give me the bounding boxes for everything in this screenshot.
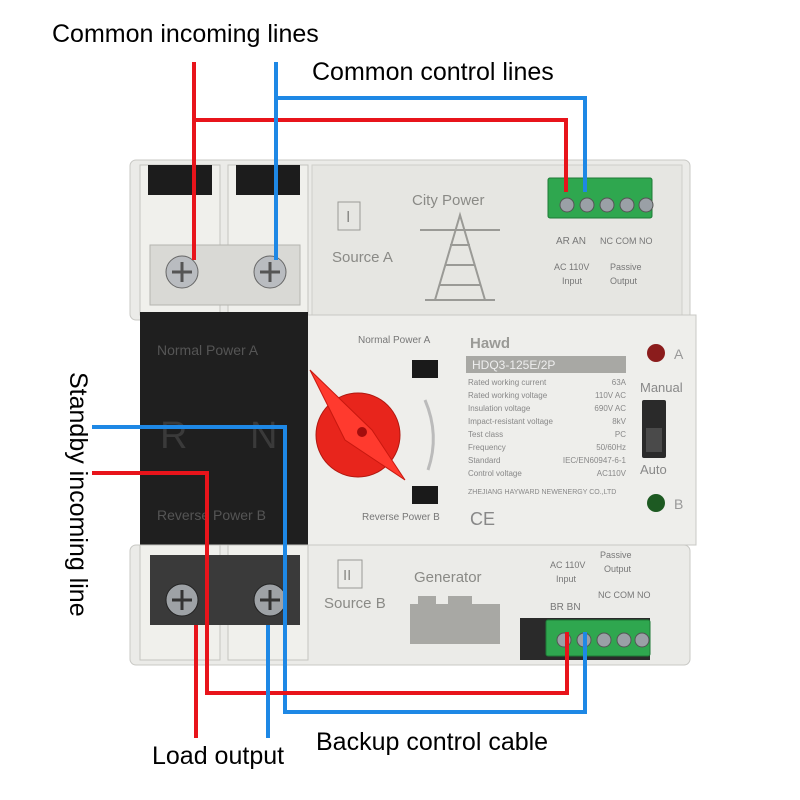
generator-icon bbox=[410, 596, 500, 644]
input-a-label: Input bbox=[562, 276, 583, 286]
spec-key: Frequency bbox=[468, 443, 506, 452]
input-b-label: Input bbox=[556, 574, 577, 584]
source-a-numeral: I bbox=[346, 209, 350, 226]
spec-key: Rated working current bbox=[468, 378, 547, 387]
spec-value: IEC/EN60947-6-1 bbox=[563, 456, 627, 465]
source-b-label: Source B bbox=[324, 595, 386, 612]
source-b-numeral-box bbox=[337, 559, 363, 589]
indicator-window-a bbox=[412, 360, 438, 378]
spec-value: 63A bbox=[612, 378, 627, 387]
passive-b-label-2: Output bbox=[604, 564, 632, 574]
passive-a-label: Passive bbox=[610, 262, 642, 272]
spec-value: 8kV bbox=[612, 417, 626, 426]
normal-power-panel-label: Normal Power A bbox=[157, 342, 259, 358]
common-control-blue-wire bbox=[276, 96, 587, 192]
spec-key: Rated working voltage bbox=[468, 391, 548, 400]
manual-label: Manual bbox=[640, 380, 683, 395]
n-label: N bbox=[250, 415, 277, 457]
pole-right-cap bbox=[236, 165, 300, 195]
reverse-power-panel-label: Reverse Power B bbox=[157, 507, 266, 523]
spec-value: PC bbox=[615, 430, 626, 439]
spec-key: Insulation voltage bbox=[468, 404, 531, 413]
spec-value: AC110V bbox=[597, 469, 627, 478]
spec-value: 50/60Hz bbox=[596, 443, 626, 452]
ats-device: I Source A City Power AR AN AC 110V Inpu… bbox=[129, 159, 697, 666]
passive-b-label: Passive bbox=[600, 550, 632, 560]
input-b-terms: BR BN bbox=[550, 602, 581, 613]
source-a-label: Source A bbox=[332, 249, 393, 266]
source-b-numeral: II bbox=[343, 567, 351, 584]
led-a-indicator bbox=[647, 344, 665, 362]
spec-value: 690V AC bbox=[594, 404, 626, 413]
passive-a-terms: NC COM NO bbox=[600, 236, 653, 246]
standby-red-wire bbox=[92, 471, 569, 695]
power-tower-icon bbox=[420, 211, 500, 301]
black-panel bbox=[140, 312, 308, 547]
model-label: HDQ3-125E/2P bbox=[472, 358, 555, 372]
input-a-voltage: AC 110V bbox=[554, 262, 589, 272]
r-label: R bbox=[160, 415, 187, 457]
indicator-window-b bbox=[412, 486, 438, 504]
normal-power-a-label: Normal Power A bbox=[358, 335, 431, 346]
spec-key: Test class bbox=[468, 430, 503, 439]
common-control-red-wire bbox=[194, 118, 568, 192]
auto-label: Auto bbox=[640, 462, 667, 477]
passive-a-label-2: Output bbox=[610, 276, 638, 286]
input-b-voltage: AC 110V bbox=[550, 560, 585, 570]
selector-knob[interactable] bbox=[309, 369, 406, 481]
brand-label: Hawd bbox=[470, 335, 510, 352]
backup-control-cable-label: Backup control cable bbox=[316, 728, 549, 756]
input-a-terms: AR AN bbox=[556, 236, 586, 247]
common-control-lines-label: Common control lines bbox=[312, 58, 554, 86]
spec-table: Rated working current 63A Rated working vo… bbox=[468, 378, 627, 478]
spec-key: Impact-resistant voltage bbox=[468, 417, 553, 426]
rotation-arrow-icon bbox=[423, 399, 435, 471]
spec-key: Control voltage bbox=[468, 469, 522, 478]
standby-blue-wire bbox=[92, 425, 587, 714]
ce-mark: CE bbox=[470, 509, 495, 529]
manufacturer-label: ZHEJIANG HAYWARD NEWENERGY CO.,LTD bbox=[468, 489, 616, 496]
spec-value: 110V AC bbox=[595, 391, 626, 400]
led-b-label: B bbox=[674, 496, 683, 512]
reverse-power-b-label: Reverse Power B bbox=[362, 512, 440, 523]
standby-incoming-line-label: Standby incoming line bbox=[64, 372, 92, 617]
pole-left-cap bbox=[148, 165, 212, 195]
load-output-label: Load output bbox=[152, 742, 285, 770]
led-a-label: A bbox=[674, 346, 684, 362]
model-bar bbox=[466, 356, 626, 373]
generator-label: Generator bbox=[414, 569, 482, 586]
led-b-indicator bbox=[647, 494, 665, 512]
passive-b-terms: NC COM NO bbox=[598, 590, 651, 600]
city-power-label: City Power bbox=[412, 192, 485, 209]
terminal-block-a bbox=[547, 177, 653, 219]
spec-key: Standard bbox=[468, 456, 500, 465]
common-incoming-lines-label: Common incoming lines bbox=[52, 20, 319, 48]
